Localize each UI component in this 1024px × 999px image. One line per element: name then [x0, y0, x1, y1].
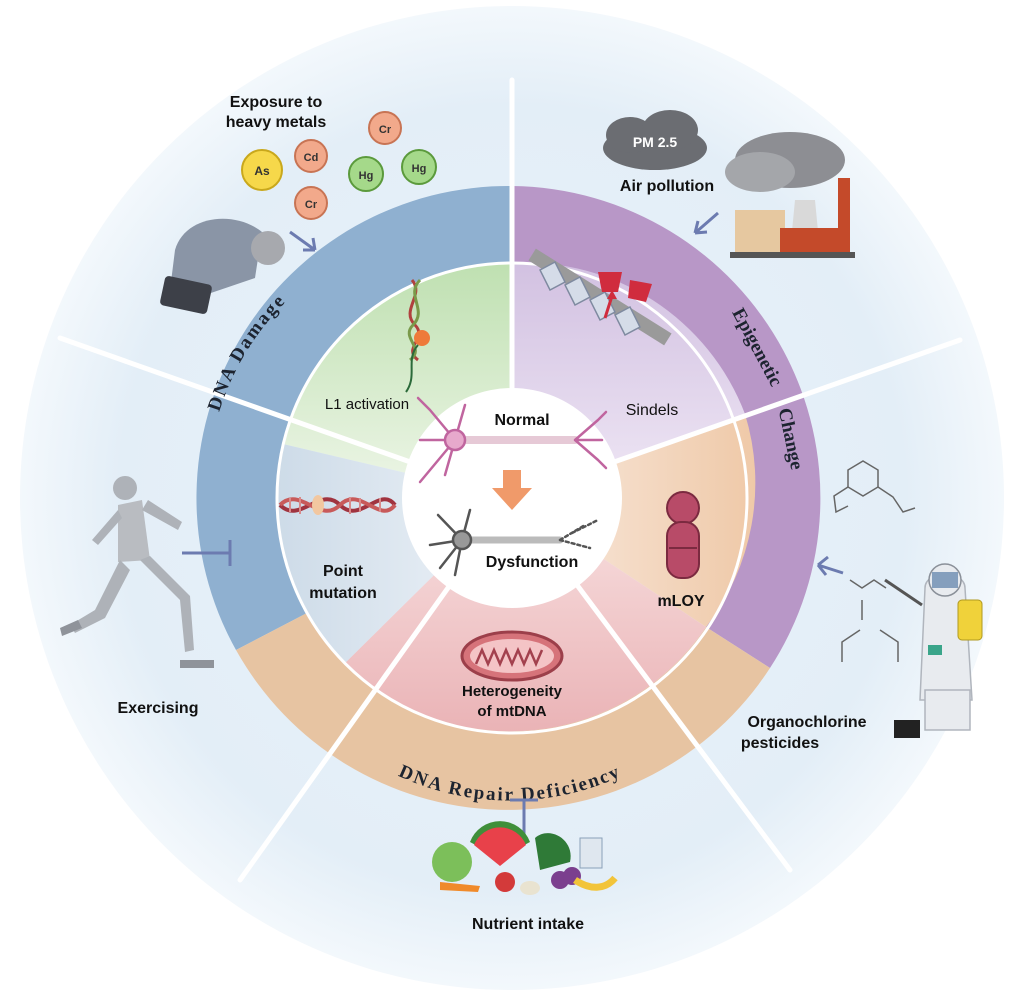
pesticides-label-line2: pesticides — [741, 735, 819, 752]
ring-inner-edge — [275, 261, 749, 735]
arrow-air-pollution-icon — [693, 211, 719, 235]
metal-ion-hg-right: Hg — [401, 149, 437, 185]
svg-text:Cr: Cr — [305, 199, 318, 211]
inhibit-nutrient-icon — [510, 798, 538, 838]
sick-person-icon — [160, 218, 285, 314]
repair-ring — [236, 613, 770, 810]
heavy-metals-label-line1: Exposure to — [230, 94, 323, 111]
food-icon — [432, 821, 618, 895]
arrow-pesticides-icon — [816, 555, 844, 576]
inhibit-exercising-icon — [182, 540, 232, 566]
svg-text:Cr: Cr — [379, 124, 392, 136]
svg-text:As: As — [254, 164, 270, 178]
sindels-label: Sindels — [626, 402, 678, 419]
sindels-chromatin-icon — [528, 248, 672, 346]
mloy-label: mLOY — [657, 593, 704, 610]
metal-ion-cr-bottom: Cr — [294, 186, 328, 220]
l1-retrotransposon-icon — [405, 278, 430, 393]
point-mutation-label-line1: Point — [323, 563, 364, 580]
normal-neuron-icon — [416, 396, 608, 484]
svg-text:Hg: Hg — [412, 163, 427, 175]
mtdna-label-line2: of mtDNA — [477, 703, 546, 720]
metal-ion-as: As — [241, 149, 283, 191]
mtdna-label-line1: Heterogeneity — [462, 683, 563, 700]
metal-ion-hg-left: Hg — [348, 156, 384, 192]
mitochondrion-icon — [460, 630, 564, 682]
pm25-cloud-icon — [603, 110, 707, 170]
exercising-label: Exercising — [118, 700, 199, 717]
pm25-label: PM 2.5 — [633, 134, 678, 150]
dysfunction-neuron-icon — [428, 508, 600, 577]
arrow-heavy-metals-icon — [289, 230, 317, 252]
metal-ion-cr-top: Cr — [368, 111, 402, 145]
svg-text:Cd: Cd — [304, 152, 319, 164]
metal-ion-cd: Cd — [294, 139, 328, 173]
pesticide-sprayer-person-icon — [884, 563, 983, 738]
mtdna-sector — [345, 498, 706, 732]
dna-helix-icon — [278, 495, 397, 515]
runner-icon — [60, 476, 214, 668]
pesticides-label-line1: Organochlorine — [747, 714, 866, 731]
heavy-metals-label-line2: heavy metals — [226, 114, 327, 131]
center-dysfunction-label: Dysfunction — [486, 554, 578, 571]
down-arrow-icon — [492, 470, 532, 510]
factory-icon — [725, 132, 855, 258]
center-normal-label: Normal — [494, 412, 549, 429]
dna-damage-ring — [196, 185, 512, 651]
y-chromosome-icon — [666, 491, 700, 579]
chemical-structure-icon — [833, 460, 916, 662]
nutrient-intake-label: Nutrient intake — [472, 916, 584, 933]
point-mutation-label-line2: mutation — [309, 585, 377, 602]
svg-text:Hg: Hg — [359, 170, 374, 182]
air-pollution-label: Air pollution — [620, 178, 714, 195]
l1-activation-label: L1 activation — [325, 396, 409, 413]
